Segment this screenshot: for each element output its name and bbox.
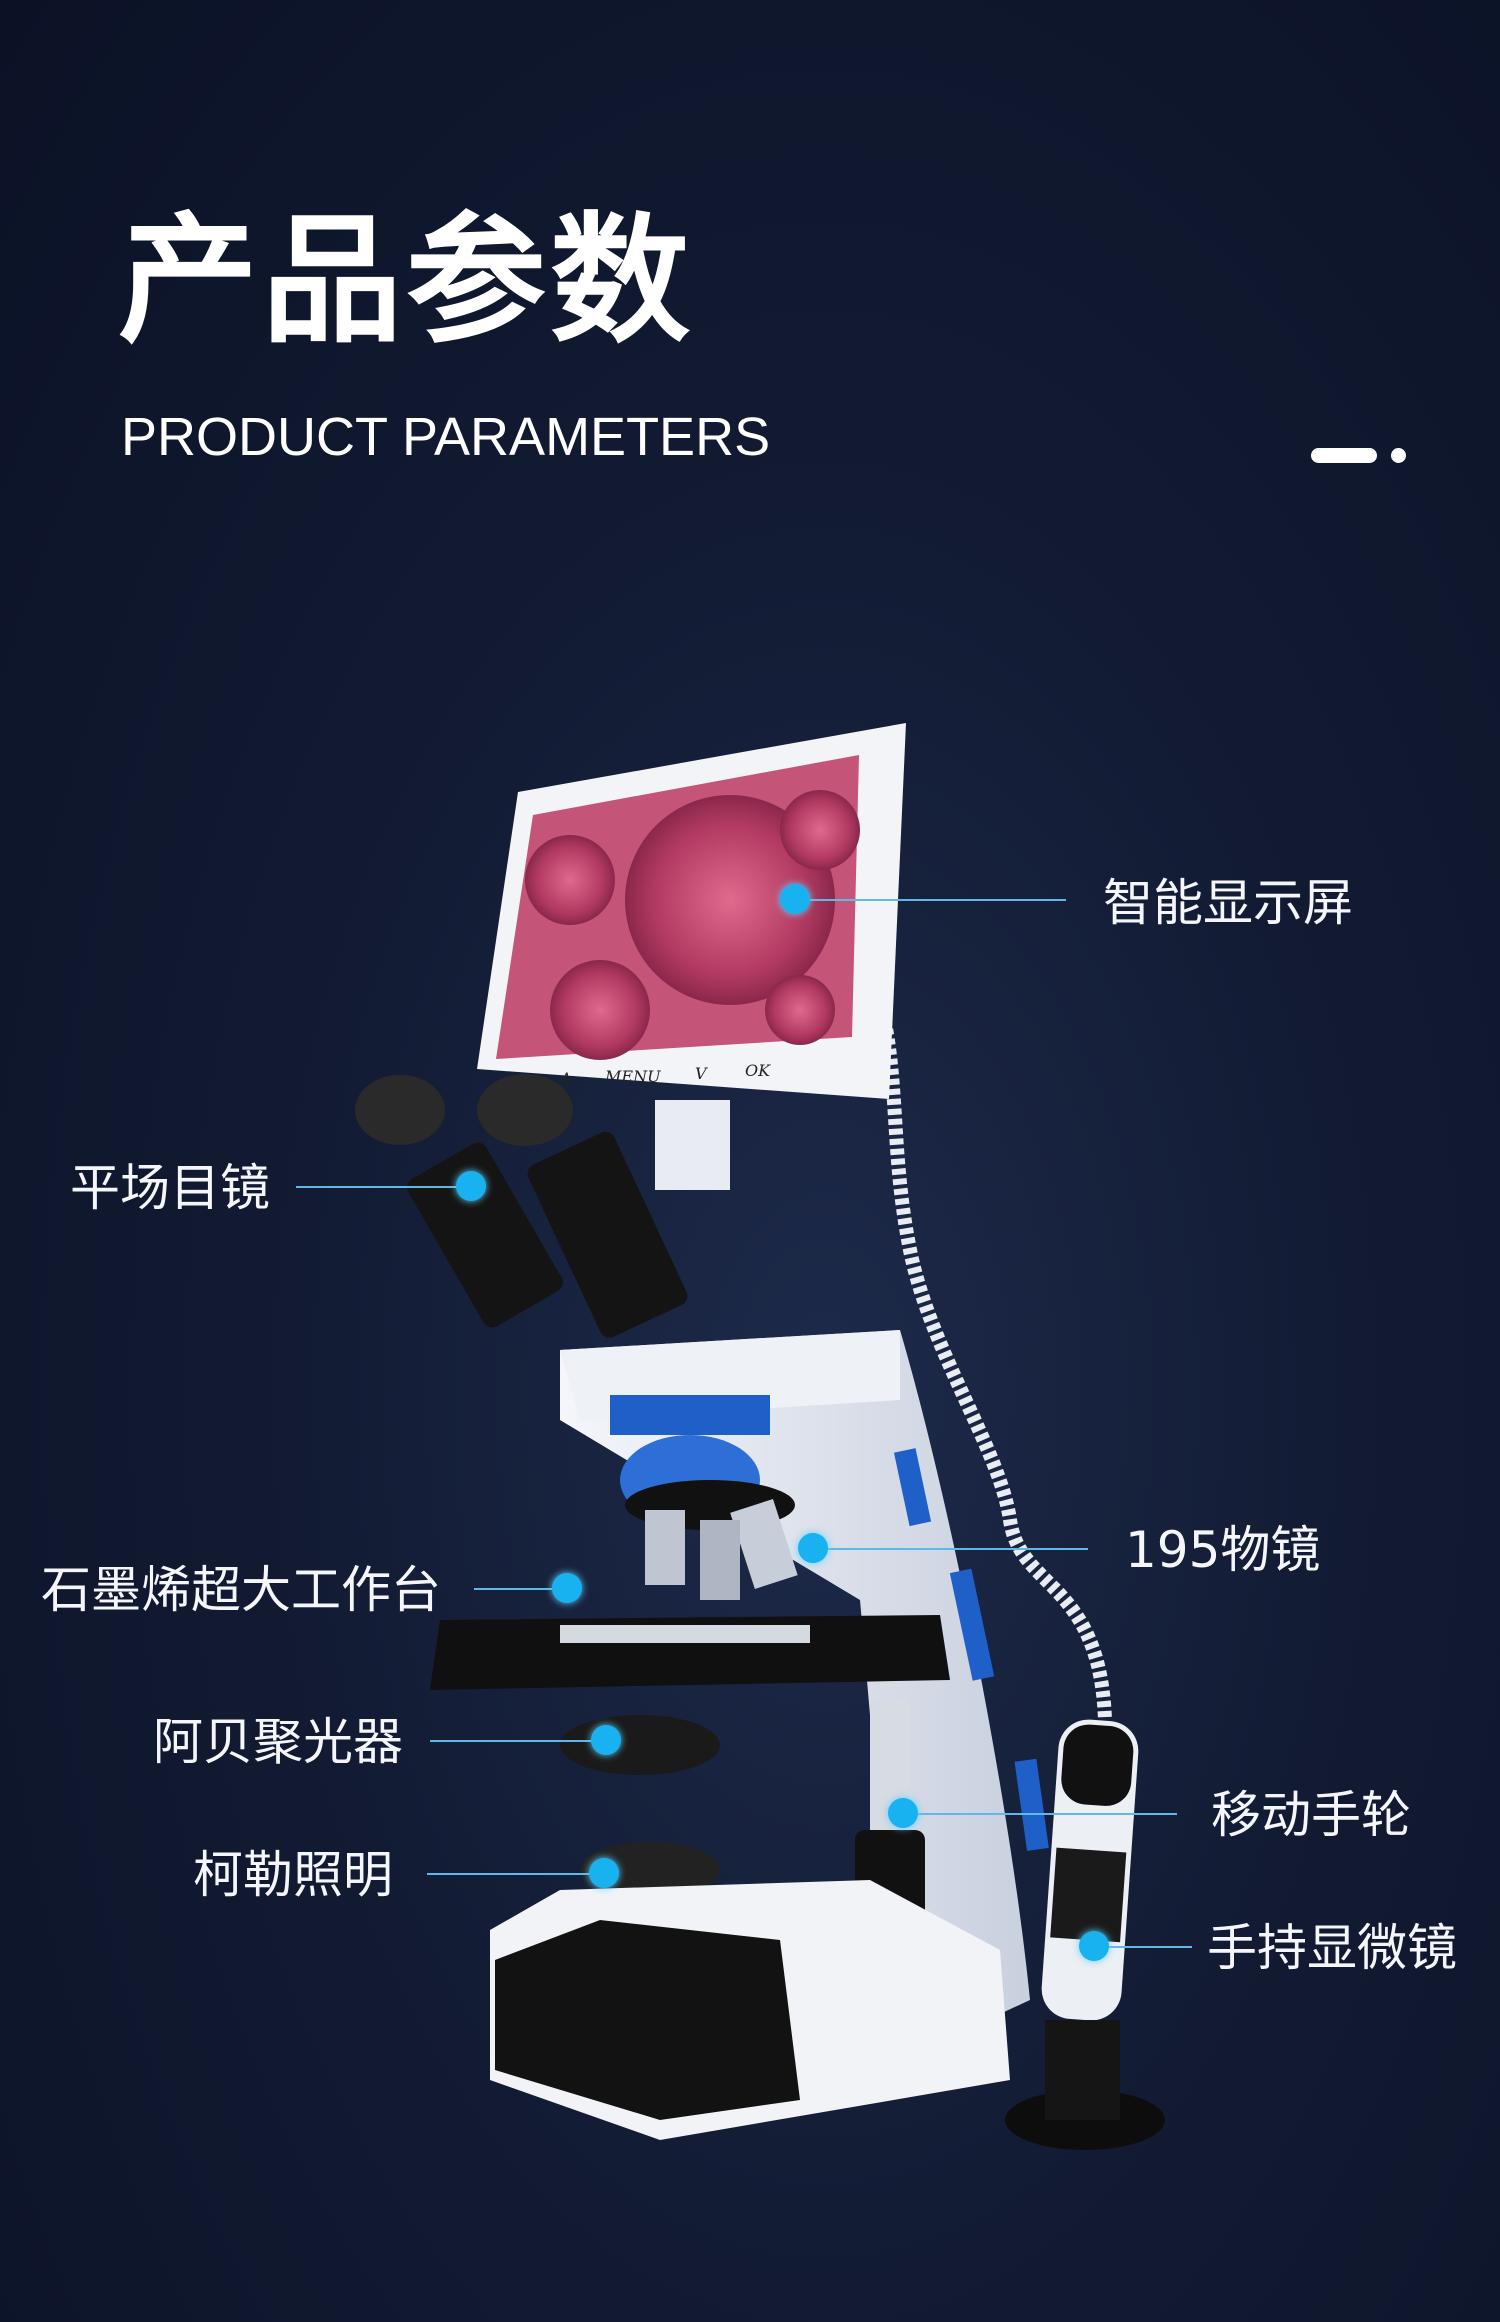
- callout-dot[interactable]: [798, 1533, 828, 1563]
- callout-dot[interactable]: [589, 1858, 619, 1888]
- display-screen: A MENU V OK: [477, 723, 906, 1099]
- callout-line: [810, 899, 1066, 901]
- callout-line: [1094, 1946, 1192, 1948]
- callout-line: [427, 1873, 597, 1875]
- callout-label: 移动手轮: [1211, 1786, 1411, 1844]
- callout-dot[interactable]: [591, 1725, 621, 1755]
- page-subtitle: PRODUCT PARAMETERS: [121, 407, 771, 467]
- callout-dot[interactable]: [780, 884, 810, 914]
- callout-label: 石墨烯超大工作台: [41, 1561, 441, 1619]
- callout-line: [296, 1186, 466, 1188]
- eyepieces: [355, 1074, 688, 1338]
- callout-line: [903, 1813, 1177, 1815]
- callout-dot[interactable]: [888, 1798, 918, 1828]
- callout-label: 阿贝聚光器: [153, 1713, 403, 1771]
- callout-label: 195物镜: [1125, 1521, 1321, 1579]
- callout-line: [474, 1588, 564, 1590]
- callout-label: 平场目镜: [70, 1159, 270, 1217]
- callout-line: [430, 1740, 600, 1742]
- decorative-dot: [1391, 448, 1406, 463]
- callout-label: 柯勒照明: [193, 1846, 393, 1904]
- callout-label: 智能显示屏: [1103, 874, 1353, 932]
- callout-label: 手持显微镜: [1207, 1919, 1457, 1977]
- callout-dot[interactable]: [552, 1573, 582, 1603]
- cable: [873, 998, 1112, 1721]
- callout-line: [813, 1548, 1088, 1550]
- decorative-dash: [1311, 448, 1377, 463]
- screen-button-v[interactable]: V: [695, 1064, 708, 1083]
- page-title: 产品参数: [118, 200, 695, 363]
- handheld-microscope-device: [1005, 1719, 1165, 2150]
- screen-button-ok[interactable]: OK: [745, 1061, 771, 1080]
- screen-button-menu[interactable]: MENU: [604, 1067, 661, 1086]
- screen-button-a[interactable]: A: [558, 1069, 572, 1088]
- callout-dot[interactable]: [456, 1171, 486, 1201]
- callout-dot[interactable]: [1079, 1931, 1109, 1961]
